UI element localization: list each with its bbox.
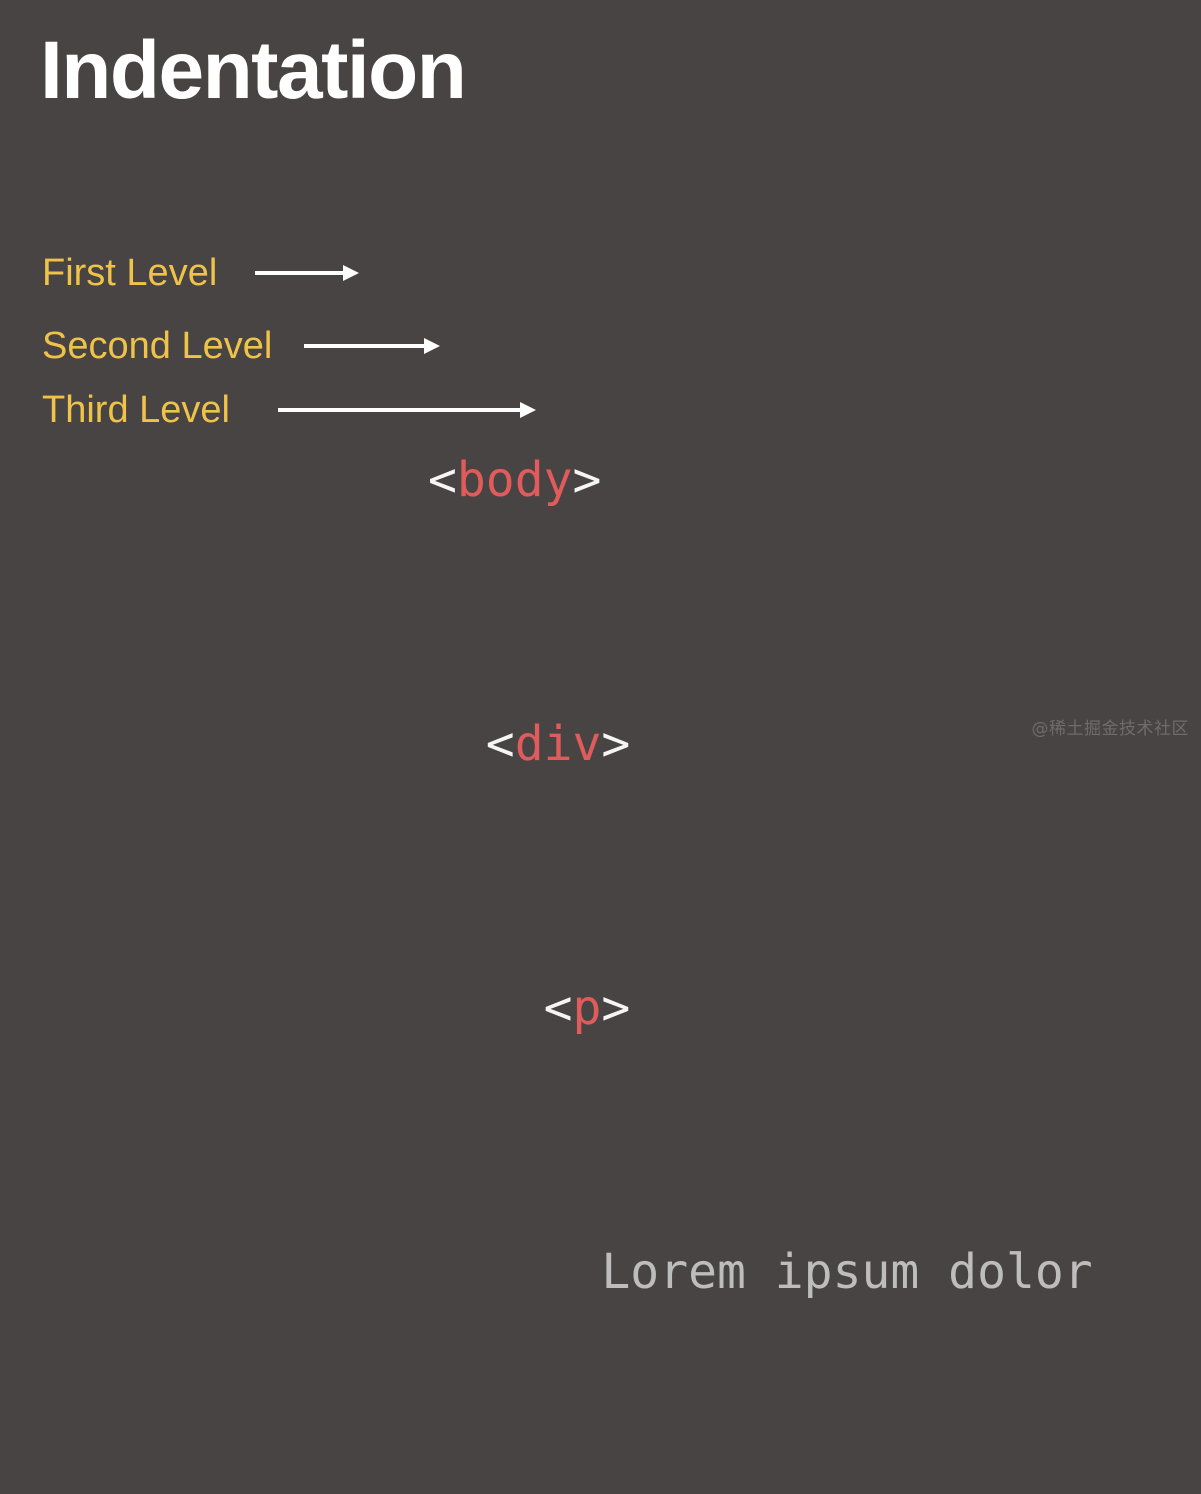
slide-canvas: Indentation First Level Second Level Thi…	[40, 25, 1189, 1300]
code-line-body-open: <body>	[428, 447, 1093, 513]
arrow-right-icon-second	[304, 334, 441, 358]
arrow-right-icon-first	[255, 261, 360, 285]
code-line-paragraph-text: Lorem ipsum dolor	[428, 1239, 1093, 1305]
tag-close-bracket: >	[601, 716, 631, 772]
level-row-second: Second Level	[42, 323, 441, 369]
level-row-third: Third Level	[42, 387, 536, 433]
tag-open-bracket: <	[428, 452, 457, 508]
code-line-p-open: <p>	[428, 975, 1093, 1041]
paragraph-content: Lorem ipsum dolor	[601, 1244, 1093, 1300]
code-indent	[428, 1244, 601, 1300]
level-label-first: First Level	[42, 252, 218, 294]
tag-close-bracket: >	[572, 452, 602, 508]
level-label-second: Second Level	[42, 325, 273, 367]
code-listing: <body> <div> <p> Lorem ipsum dolor </p> …	[428, 249, 1093, 1494]
tag-open-bracket: <	[485, 716, 515, 772]
code-indent	[428, 716, 486, 772]
level-label-third: Third Level	[42, 389, 230, 431]
tag-name-p: p	[572, 980, 602, 1036]
page-title: Indentation	[40, 25, 467, 116]
code-indent	[428, 980, 544, 1036]
tag-close-bracket: >	[601, 980, 631, 1036]
tag-open-bracket: <	[543, 980, 573, 1036]
tag-name-div: div	[514, 716, 602, 772]
tag-name-body: body	[456, 452, 573, 508]
watermark: @稀土掘金技术社区	[1031, 719, 1189, 739]
code-line-div-open: <div>	[428, 711, 1093, 777]
arrow-right-icon-third	[277, 398, 536, 422]
level-row-first: First Level	[42, 250, 360, 296]
